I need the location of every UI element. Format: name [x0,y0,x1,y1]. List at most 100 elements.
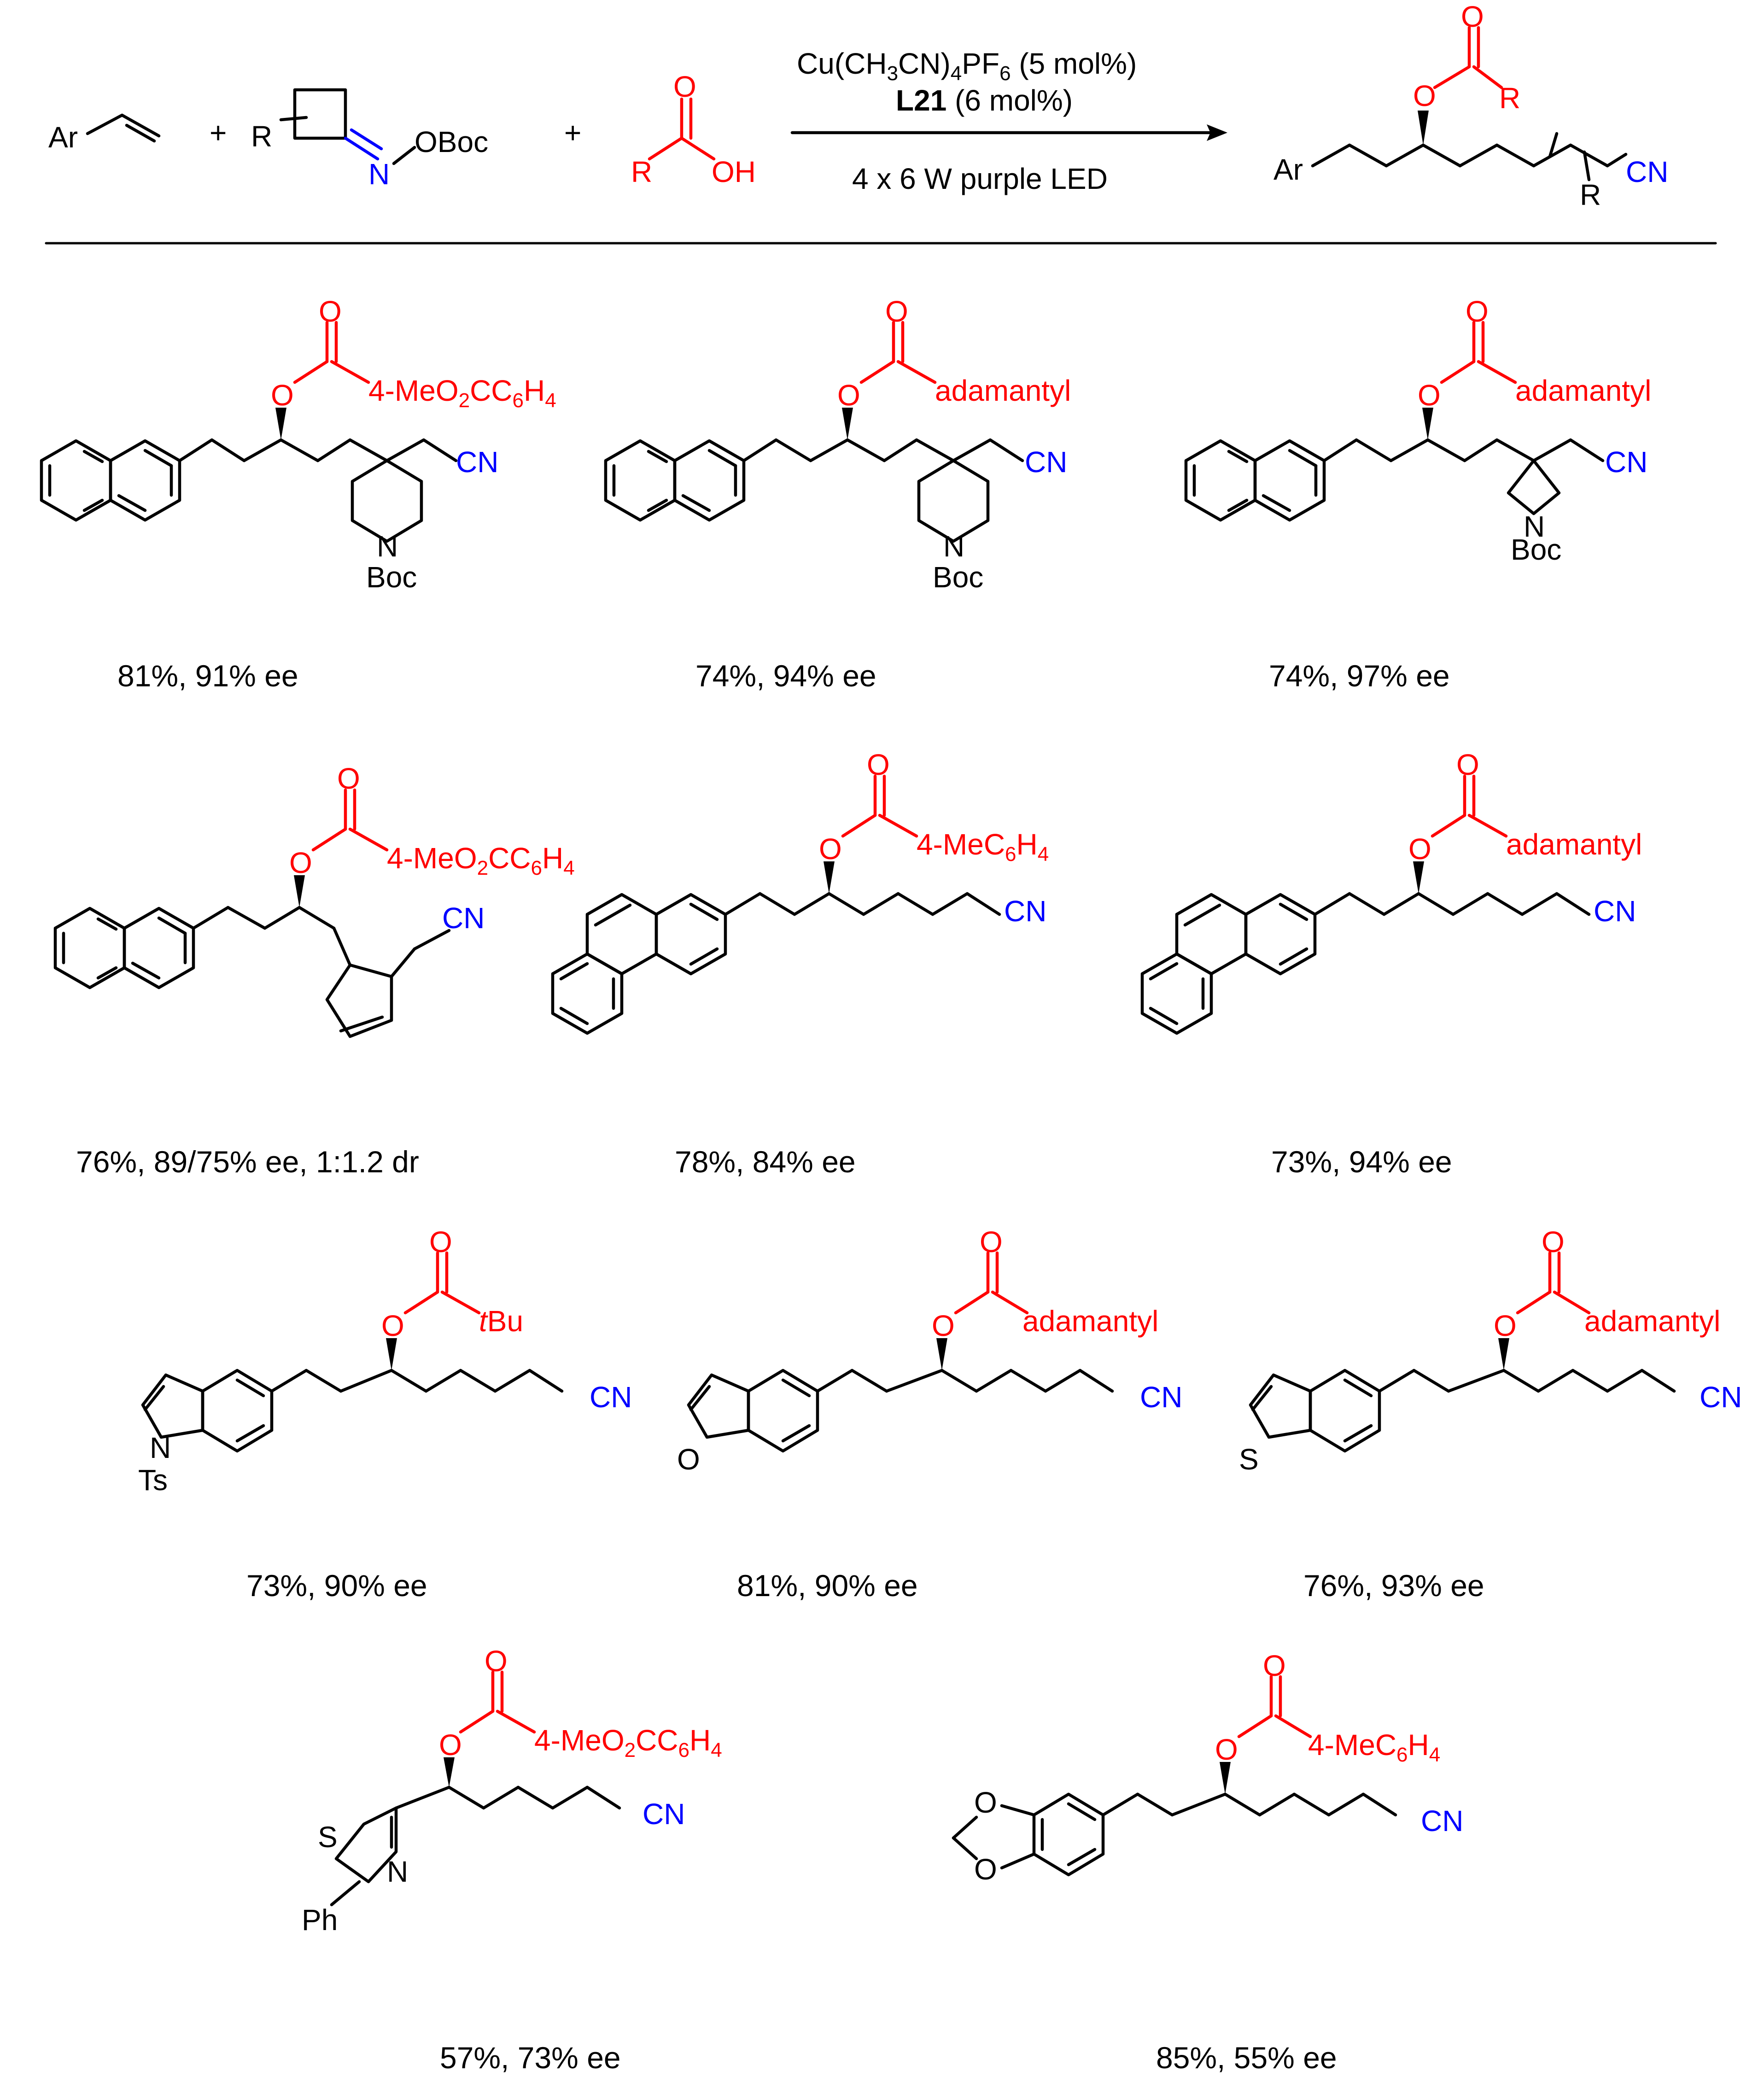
product-2: O O adamantyl CN N Boc [606,295,1071,594]
product-ring-r-label: R [1580,178,1601,211]
carbonyl-o-label: O [867,748,890,781]
boc-label: Boc [1511,533,1561,566]
product-8-yield: 81%, 90% ee [737,1568,918,1603]
product-cn-label: CN [1626,155,1668,188]
product-11-yield: 85%, 55% ee [1156,2041,1337,2075]
acyl-group-label: adamantyl [1506,828,1642,861]
acid-r-label: R [631,155,652,188]
carbonyl-o-label: O [1263,1649,1286,1682]
phenyl-label: Ph [302,1903,338,1937]
ester-o-label: O [837,379,860,412]
product-carbonyl-o-label: O [1461,0,1484,33]
carbonyl-o-label: O [1542,1225,1565,1258]
product-3: O O adamantyl CN N Boc [1186,295,1651,566]
acyl-group-label: adamantyl [1022,1305,1158,1338]
product-6-yield: 73%, 94% ee [1271,1145,1452,1179]
carbonyl-o-label: O [980,1225,1003,1258]
product-7-yield: 73%, 90% ee [246,1568,427,1603]
acyl-group-label: 4-MeO2CC6H4 [368,374,556,412]
acyl-group-label: 4-MeO2CC6H4 [387,842,575,879]
dioxole-o2-label: O [974,1853,997,1886]
boc-label: Boc [366,561,417,594]
product-8: O O O adamantyl CN [677,1225,1182,1476]
ester-o-label: O [289,846,312,879]
acyl-group-label: adamantyl [935,374,1071,407]
boc-label: Boc [933,561,983,594]
ester-o-label: O [1418,379,1441,412]
product-10: S N Ph O O 4-MeO2CC6H4 CN [302,1644,722,1937]
oxime-r-label: R [251,120,272,153]
azetidine-n-label: N [1524,510,1545,543]
product-3-yield: 74%, 97% ee [1269,659,1450,693]
nitrile-label: CN [1421,1804,1463,1837]
ester-o-label: O [1408,832,1431,866]
product-9: S O O adamantyl CN [1239,1225,1742,1476]
ester-o-label: O [271,379,294,412]
acyl-group-label: 4-MeO2CC6H4 [534,1724,722,1761]
acyl-group-label: adamantyl [1515,374,1651,407]
product-7: N Ts O O tBu CN [138,1225,632,1497]
acyl-group-label: 4-MeC6H4 [917,828,1049,866]
nitrile-label: CN [1700,1381,1742,1414]
piperidine-n-label: N [943,530,964,563]
ester-o-label: O [819,832,842,866]
acyl-group-label: 4-MeC6H4 [1308,1728,1440,1766]
product-ester-o-label: O [1413,79,1436,112]
product-1-yield: 81%, 91% ee [117,659,298,693]
piperidine-n-label: N [377,530,398,563]
ester-o-label: O [439,1728,462,1761]
oxime-n-label: N [368,158,390,191]
ester-o-label: O [932,1309,955,1342]
furan-o-label: O [677,1443,700,1476]
product-6: O O adamantyl CN [1142,748,1642,1033]
thiazole-s-label: S [318,1820,338,1854]
product-acyl-r-label: R [1499,82,1520,115]
carbonyl-o-label: O [337,762,360,795]
catalyst-label: Cu(CH3CN)4PF6 (5 mol%) [797,47,1137,85]
acyl-group-label: adamantyl [1584,1305,1720,1338]
thiazole-n-label: N [387,1855,408,1888]
nitrile-label: CN [1004,895,1046,928]
carbonyl-o-label: O [1456,748,1479,781]
nitrile-label: CN [1025,445,1067,479]
acid-carbonyl-o-label: O [673,70,696,103]
light-source-label: 4 x 6 W purple LED [852,162,1108,195]
carbonyl-o-label: O [429,1225,452,1258]
thiophene-s-label: S [1239,1443,1259,1476]
product-1: O O 4-MeO2CC6H4 CN N Boc [41,295,556,594]
product-5-yield: 78%, 84% ee [675,1145,856,1179]
nitrile-label: CN [456,445,498,479]
nitrile-label: CN [442,901,485,935]
plus-sign-1: + [210,116,227,149]
nitrile-label: CN [1140,1381,1182,1414]
ligand-label: L21 (6 mol%) [896,84,1073,117]
header-reaction: Ar + R N OBoc + R O OH Cu(CH3CN)4PF6 (5 … [45,0,1717,245]
plus-sign-2: + [564,116,581,149]
product-4: O O 4-MeO2CC6H4 CN [55,762,575,1038]
carbonyl-o-label: O [485,1644,508,1678]
dioxole-o1-label: O [974,1786,997,1819]
ester-o-label: O [1215,1733,1238,1766]
product-ar-label: Ar [1273,153,1303,186]
tosyl-label: Ts [138,1463,168,1497]
product-5: O O 4-MeC6H4 CN [553,748,1049,1033]
nitrile-label: CN [590,1381,632,1414]
nitrile-label: CN [1605,445,1647,479]
indole-n-label: N [150,1431,171,1464]
acid-oh-label: OH [712,155,756,188]
nitrile-label: CN [643,1797,685,1831]
product-2-yield: 74%, 94% ee [695,659,876,693]
ester-o-label: O [1494,1309,1517,1342]
product-4-yield: 76%, 89/75% ee, 1:1.2 dr [76,1145,419,1179]
nitrile-label: CN [1594,895,1636,928]
carbonyl-o-label: O [885,295,908,328]
carbonyl-o-label: O [319,295,342,328]
product-9-yield: 76%, 93% ee [1303,1568,1484,1603]
carbonyl-o-label: O [1466,295,1489,328]
product-10-yield: 57%, 73% ee [440,2041,621,2075]
oxime-oboc-label: OBoc [415,125,488,158]
ester-o-label: O [381,1309,404,1342]
styrene-ar-label: Ar [48,121,78,154]
acyl-group-label: tBu [479,1305,523,1338]
